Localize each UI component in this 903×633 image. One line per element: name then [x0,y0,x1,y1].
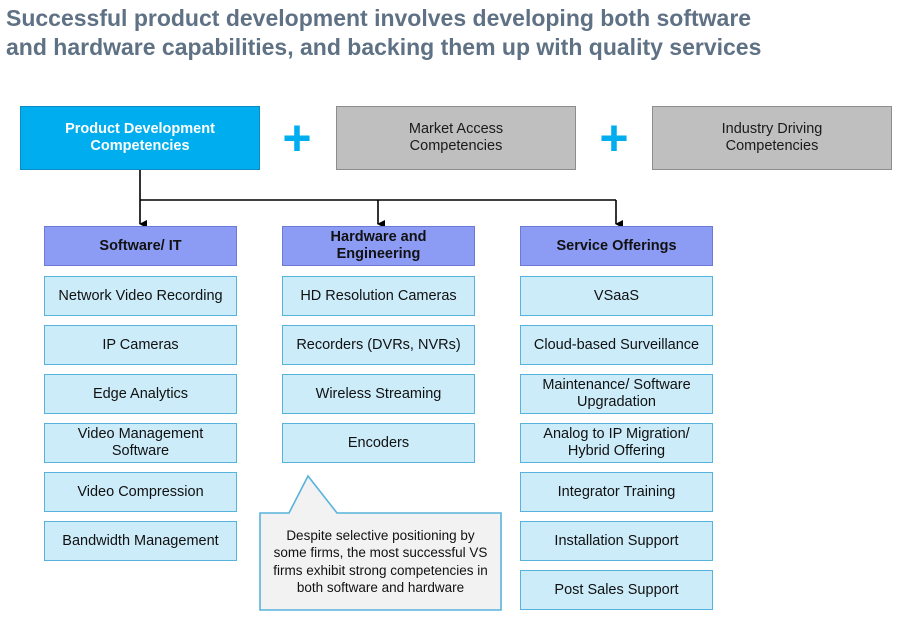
product-development-line-2: Competencies [90,138,190,154]
software-item: Network Video Recording [44,276,237,316]
product-development-line-1: Product Development [65,121,215,137]
hardware-item: Encoders [282,423,475,463]
software-item: IP Cameras [44,325,237,365]
service-item: Post Sales Support [520,570,713,610]
hardware-item: HD Resolution Cameras [282,276,475,316]
market-access-line-2: Competencies [409,138,503,154]
industry-driving-box: Industry Driving Competencies [652,106,892,170]
service-item: Installation Support [520,521,713,561]
callout-shape [259,474,502,611]
plus-sign-2: + [599,110,629,166]
market-access-box: Market Access Competencies [336,106,576,170]
service-item: Integrator Training [520,472,713,512]
service-item: Maintenance/ Software Upgradation [520,374,713,414]
service-item: VSaaS [520,276,713,316]
title-line-2: and hardware capabilities, and backing t… [6,34,762,60]
hardware-item: Recorders (DVRs, NVRs) [282,325,475,365]
software-item: Bandwidth Management [44,521,237,561]
market-access-line-1: Market Access [408,121,504,137]
title-line-1: Successful product development involves … [6,5,752,31]
product-development-box: Product Development Competencies [20,106,260,170]
software-it-header: Software/ IT [44,226,237,266]
service-item: Analog to IP Migration/ Hybrid Offering [520,423,713,463]
service-offerings-header: Service Offerings [520,226,713,266]
industry-driving-line-1: Industry Driving [721,121,823,137]
page-title: Successful product development involves … [6,4,896,62]
software-item: Video Compression [44,472,237,512]
hardware-item: Wireless Streaming [282,374,475,414]
hardware-engineering-header: Hardware and Engineering [282,226,475,266]
callout-text: Despite selective positioning by some fi… [273,527,488,596]
software-item: Edge Analytics [44,374,237,414]
service-item: Cloud-based Surveillance [520,325,713,365]
industry-driving-line-2: Competencies [725,138,819,154]
plus-sign-1: + [282,110,312,166]
software-item: Video Management Software [44,423,237,463]
